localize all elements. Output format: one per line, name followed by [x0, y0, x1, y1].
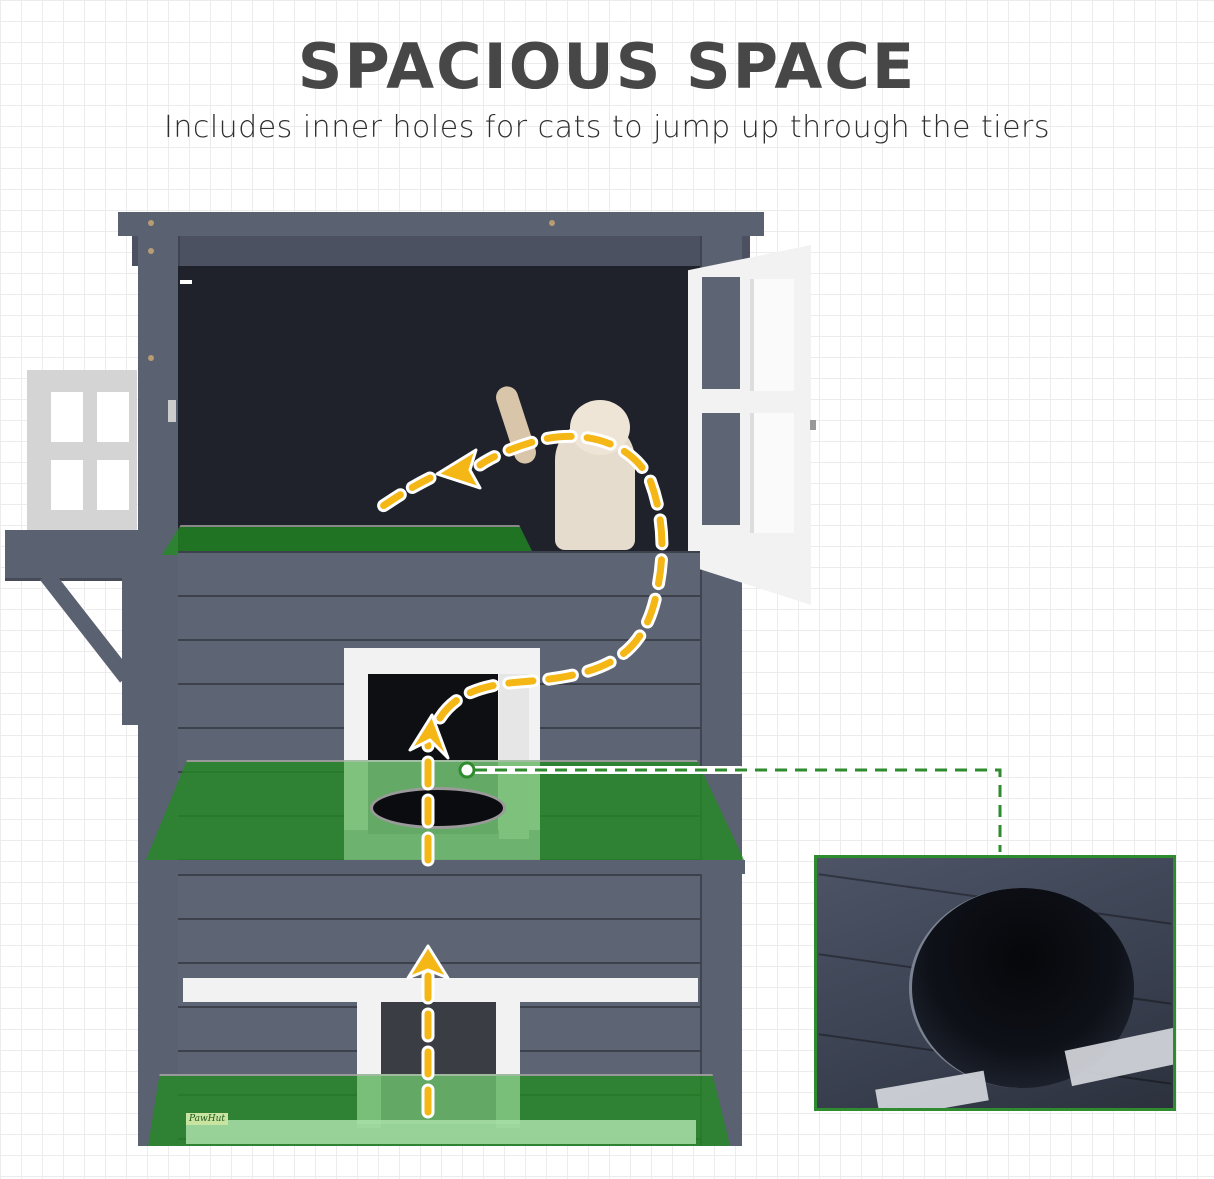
- bottom-crossbar: [183, 978, 698, 1002]
- brand-logo: PawHut: [186, 1113, 228, 1125]
- open-window-door: [688, 245, 811, 605]
- hinge: [168, 400, 176, 422]
- top-tier-floor-mat: [162, 525, 534, 555]
- inner-hole: [370, 787, 506, 829]
- page-subtitle: Includes inner holes for cats to jump up…: [163, 110, 1051, 145]
- hole-detail-inset: [814, 855, 1176, 1111]
- left-post: [138, 236, 180, 1146]
- side-balcony-bracket: [122, 575, 138, 725]
- roof-fascia: [132, 236, 750, 266]
- bottom-floor-highlight: [186, 1120, 696, 1144]
- side-balcony: [5, 530, 138, 581]
- roof: [118, 212, 764, 236]
- side-window: [27, 370, 137, 530]
- page-title: SPACIOUS SPACE: [297, 30, 917, 103]
- door-latch: [810, 420, 816, 430]
- middle-floor-slab: [145, 860, 745, 874]
